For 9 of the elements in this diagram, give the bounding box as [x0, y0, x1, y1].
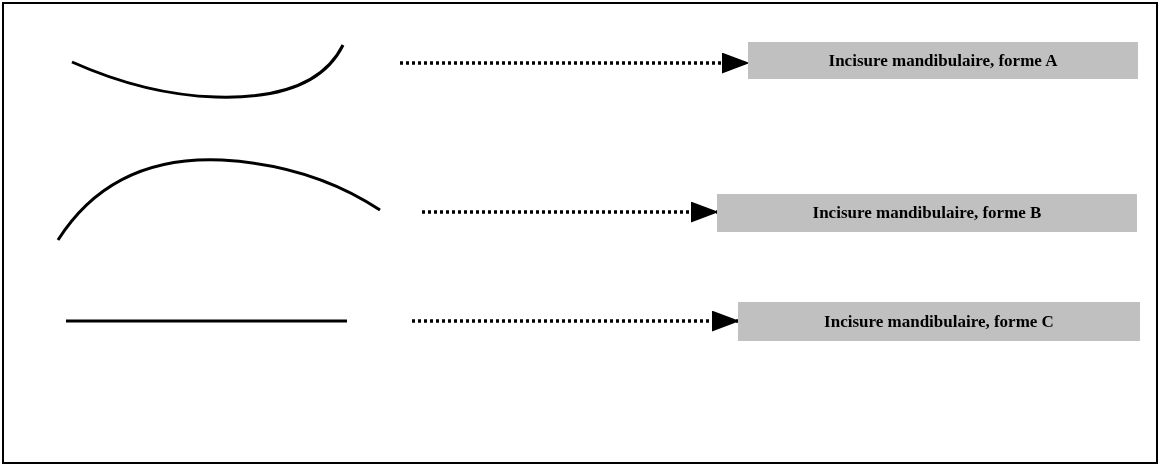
label-box	[738, 302, 1140, 341]
label-text: Incisure mandibulaire, forme A	[828, 50, 1058, 71]
label-text: Incisure mandibulaire, forme C	[824, 311, 1054, 332]
dotted-arrow	[422, 201, 719, 223]
label-text: Incisure mandibulaire, forme B	[812, 203, 1042, 223]
label-box	[748, 42, 1138, 79]
label-box	[717, 194, 1137, 232]
dotted-arrow	[412, 310, 740, 332]
dotted-arrow	[400, 52, 750, 74]
